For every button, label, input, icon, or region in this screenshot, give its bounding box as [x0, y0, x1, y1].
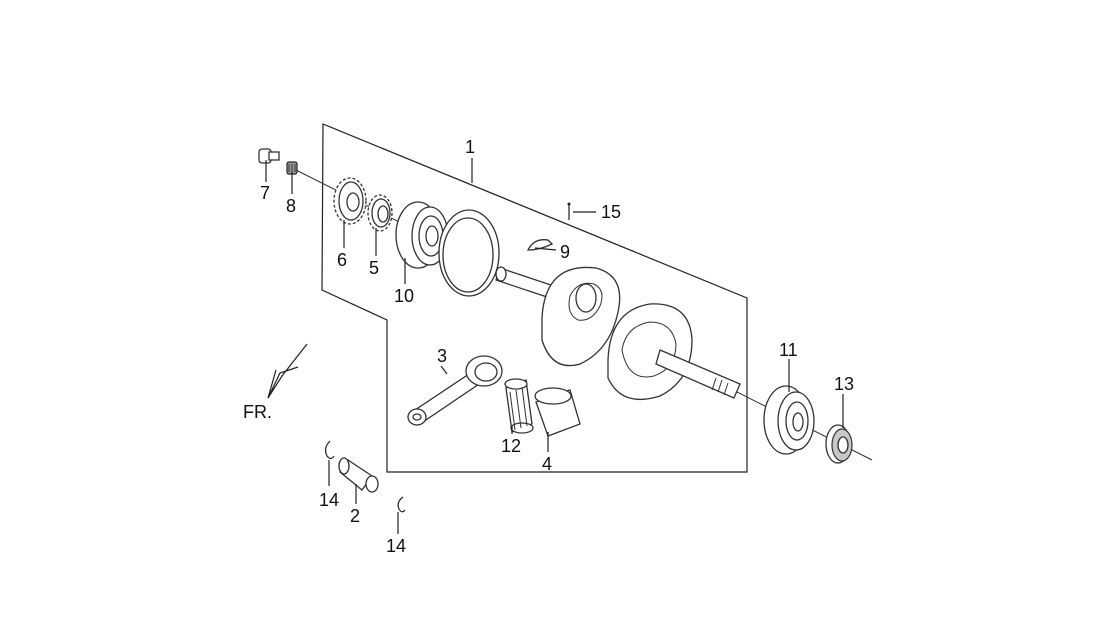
callout-15: 15 — [601, 202, 621, 222]
circlip-part-14-lower — [397, 496, 406, 513]
callout-10: 10 — [394, 286, 414, 306]
assembly-outline — [321, 123, 748, 473]
crank-pin-part-4 — [534, 387, 581, 437]
washer-ring — [438, 209, 500, 297]
oil-seal-part-13 — [825, 424, 853, 464]
callout-13: 13 — [834, 374, 854, 394]
connecting-rod-part-3 — [407, 355, 503, 426]
callout-7: 7 — [260, 183, 270, 203]
callout-5: 5 — [369, 258, 379, 278]
front-direction-arrow — [267, 343, 308, 399]
callout-11: 11 — [779, 340, 798, 360]
crankshaft-left-half — [495, 266, 621, 367]
gear-part-5 — [367, 194, 393, 232]
piston-pin-part-2 — [338, 457, 379, 493]
crankshaft-right-half — [607, 303, 741, 400]
woodruff-key-part-9 — [526, 239, 554, 251]
bearing-part-11 — [763, 385, 815, 455]
callout-3: 3 — [437, 346, 447, 366]
callout-4: 4 — [542, 454, 552, 474]
bolt-part-7 — [258, 148, 280, 164]
callout-1: 1 — [465, 137, 475, 157]
callout-8: 8 — [286, 196, 296, 216]
callout-9: 9 — [560, 242, 570, 262]
callout-12: 12 — [501, 436, 521, 456]
callout-2: 2 — [350, 506, 360, 526]
callout-14-upper: 14 — [319, 490, 339, 510]
pin-part-15 — [567, 202, 571, 220]
circlip-part-14-upper — [324, 440, 335, 460]
callout-6: 6 — [337, 250, 347, 270]
spring-pin-part-8 — [286, 161, 298, 175]
needle-bearing-part-12 — [504, 378, 534, 434]
leader-lines — [265, 158, 844, 534]
callout-14-lower: 14 — [386, 536, 406, 556]
front-direction-label: FR. — [243, 402, 272, 422]
sprocket-part-6 — [333, 177, 367, 225]
